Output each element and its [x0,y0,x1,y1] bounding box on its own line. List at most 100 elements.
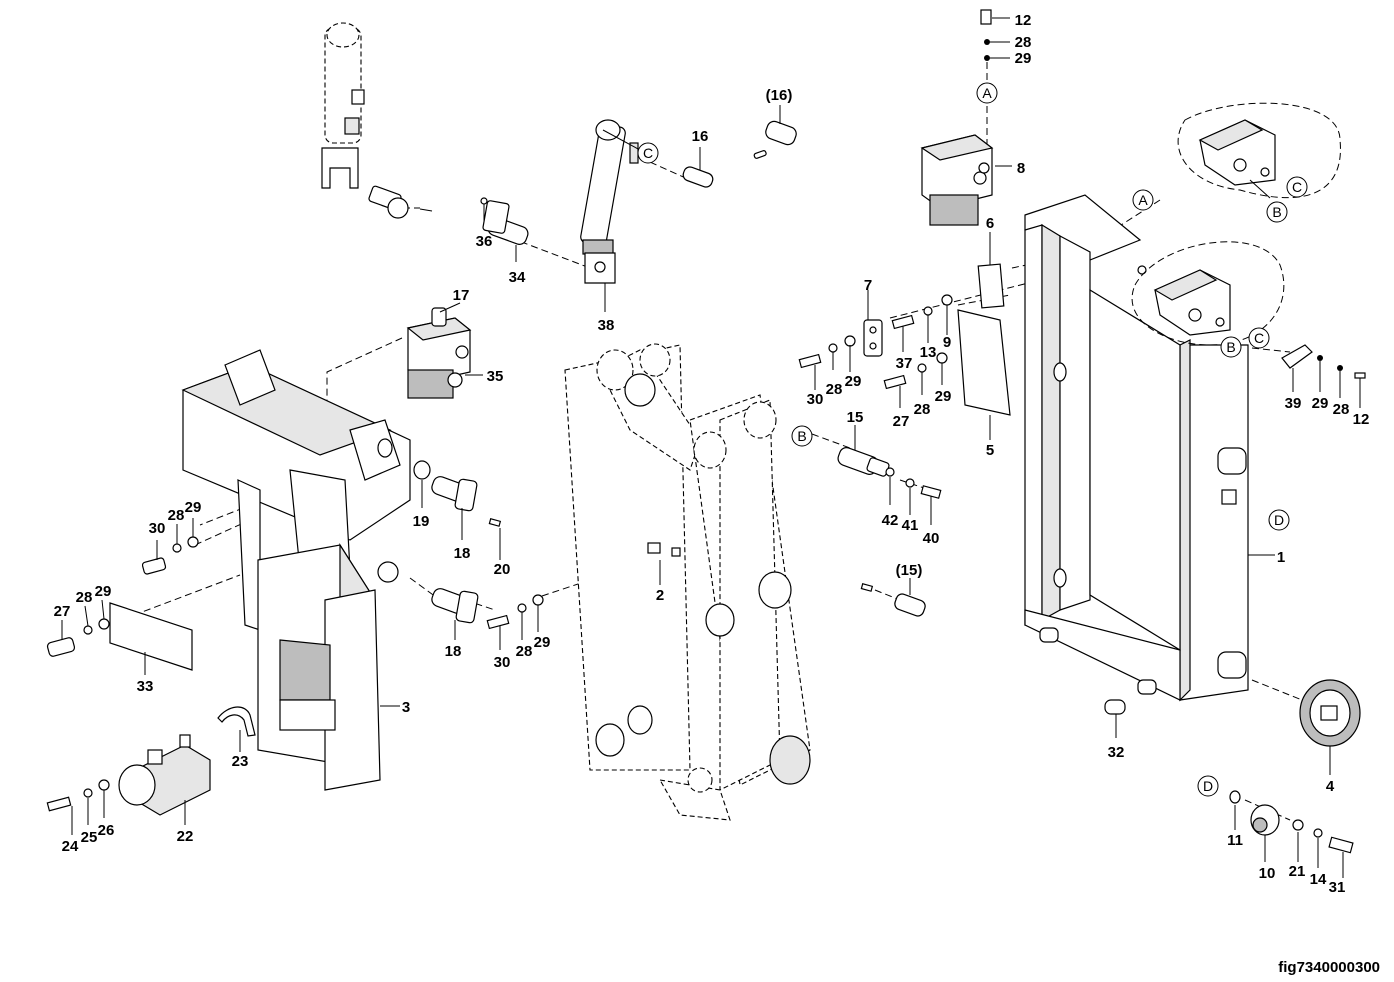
pin-18-upper [413,460,502,560]
pin-15-alt [860,578,926,617]
part-callout-p13: 13 [920,344,937,361]
part-callout-p4: 4 [1326,778,1335,795]
part-callout-p29d: 29 [1312,395,1329,412]
part-callout-p27a: 27 [893,413,910,430]
part-callout-p7: 7 [864,277,872,294]
part-callout-p14: 14 [1310,871,1327,888]
part-callout-p11: 11 [1227,832,1243,849]
ref-label-B3: B [797,428,806,444]
part-callout-p28a: 28 [1015,34,1032,51]
ref-marker-B3 [791,425,813,447]
part-callout-p30b: 30 [494,654,511,671]
part-callout-p32: 32 [1108,744,1125,761]
part-callout-p29e: 29 [534,634,551,651]
bolt-set-27-28-29-left [46,599,110,657]
ref-marker-B1 [1266,201,1288,223]
part-callout-p23: 23 [232,753,249,770]
part-callout-p5: 5 [986,442,994,459]
part-callout-p27b: 27 [54,603,71,620]
fork-carriage-frame [181,349,411,791]
ref-marker-A1 [976,82,998,104]
part-callout-p18a: 18 [454,545,471,562]
part-callout-p29c: 29 [935,388,952,405]
part-callout-p41: 41 [902,517,919,534]
ref-marker-D1 [1268,509,1290,531]
part-callout-p25: 25 [81,829,98,846]
part-callout-p24: 24 [62,838,79,855]
figure-reference: fig7340000300 [1278,959,1380,976]
part-callout-p17: 17 [453,287,470,304]
carriage-assembly-2 [564,343,811,821]
bar-6 [977,232,1005,309]
part-callout-p16: 16 [692,128,709,145]
valve-block-17 [406,302,483,399]
part-callout-p35: 35 [487,368,504,385]
bushing-32 [1104,699,1126,738]
part-callout-p37: 37 [896,355,913,372]
ref-label-C2: C [1292,179,1302,195]
detail-bubble-mid [1131,241,1285,346]
part-callout-p15: 15 [847,409,864,426]
motor-22 [118,734,211,825]
ref-marker-C2 [1286,176,1308,198]
part-callout-p8: 8 [1017,160,1025,177]
ref-label-D2: D [1203,778,1213,794]
part-callout-p19: 19 [413,513,430,530]
pin-34 [480,197,529,262]
pin-15 [837,425,942,525]
plate-33 [109,602,193,675]
part-callout-p42: 42 [882,512,899,529]
part-callout-p29a: 29 [1015,50,1032,67]
bolt-set-24-25-26 [46,779,110,835]
part-callout-p12b: 12 [1353,411,1370,428]
valve-block-8 [920,9,1012,226]
part-callout-p1: 1 [1277,549,1285,566]
bracket-39 [1281,344,1366,408]
ref-label-A2: A [1138,192,1148,208]
detail-bubble-top [1177,102,1341,199]
part-callout-p18b: 18 [445,643,462,660]
ref-label-C1: C [643,145,653,161]
clip-23 [217,706,256,752]
part-callout-p29g: 29 [95,583,112,600]
part-callout-p20: 20 [494,561,511,578]
part-callout-p21: 21 [1289,863,1306,880]
pin-16-alt [753,105,797,159]
part-callout-p34: 34 [509,269,526,286]
bolt-set-27-28-29-top [883,352,948,408]
part-callout-p10: 10 [1259,865,1276,882]
ref-marker-C1 [637,142,659,164]
part-callout-p28b: 28 [826,381,843,398]
ref-marker-D2 [1197,775,1219,797]
ref-label-D1: D [1274,512,1284,528]
part-callout-p28f: 28 [168,507,185,524]
bolt-set-30-28-29-mid [486,594,544,650]
part-callout-p28g: 28 [76,589,93,606]
pin-16 [682,147,714,188]
ref-label-C3: C [1254,330,1264,346]
part-callout-p28c: 28 [914,401,931,418]
part-callout-p33: 33 [137,678,154,695]
ref-marker-B2 [1220,336,1242,358]
part-callout-p30c: 30 [149,520,166,537]
part-callout-p3: 3 [402,699,410,716]
part-callout-p36: 36 [476,233,493,250]
reference-markers: A A C C C B B B D D [637,82,1308,797]
part-callout-p28d: 28 [1333,401,1350,418]
ref-label-B1: B [1272,204,1281,220]
ref-marker-C3 [1248,327,1270,349]
part-callout-p22: 22 [177,828,194,845]
ref-label-A1: A [982,85,992,101]
part-callout-p28e: 28 [516,643,533,660]
part-callout-p29f: 29 [185,499,202,516]
part-callout-p15p: (15) [896,562,923,579]
ref-marker-A2 [1132,189,1154,211]
part-callout-p2: 2 [656,587,664,604]
ref-label-B2: B [1226,339,1235,355]
part-callout-p39: 39 [1285,395,1302,412]
pulley-4 [1299,679,1361,775]
cylinder-ghost-top [321,22,433,219]
part-callout-p16p: (16) [766,87,793,104]
